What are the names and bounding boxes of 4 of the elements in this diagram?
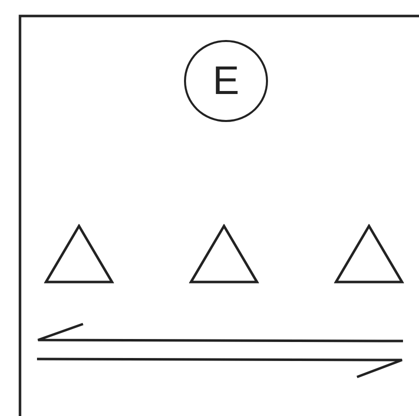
- triangle-symbol: [334, 224, 404, 284]
- triangle-symbol: [189, 224, 259, 284]
- triangle-symbol: [44, 224, 114, 284]
- circled-letter: E: [184, 40, 268, 122]
